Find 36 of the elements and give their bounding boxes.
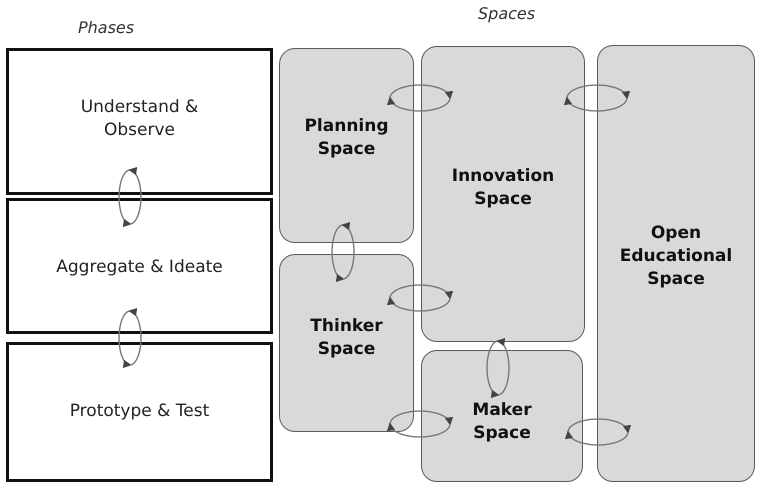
- cycle-arrow: [331, 224, 345, 282]
- cycle-arrow: [566, 84, 630, 100]
- phase-box: [6, 342, 273, 482]
- node-label: Thinker Space: [309, 315, 384, 361]
- phase-box: [6, 198, 273, 334]
- cycle-arrow: [386, 296, 451, 312]
- column-heading: Spaces: [478, 4, 536, 23]
- cycle-arrow: [128, 166, 142, 225]
- space-box: [279, 254, 414, 432]
- space-box: [279, 48, 414, 243]
- phase-box: [6, 48, 273, 195]
- cycle-arrow: [564, 430, 629, 446]
- space-box: [597, 45, 755, 482]
- cycle-arrow: [386, 96, 451, 112]
- space-box: [421, 350, 583, 482]
- node-label: Aggregate & Ideate: [55, 256, 224, 279]
- node-label: Maker Space: [471, 399, 533, 445]
- space-box: [421, 46, 585, 342]
- cycle-arrow: [389, 284, 454, 300]
- cycle-arrow: [564, 96, 628, 112]
- cycle-arrow: [567, 418, 632, 434]
- node-label: Planning Space: [303, 115, 390, 161]
- node-label: Innovation Space: [450, 165, 556, 211]
- cycle-arrow: [486, 340, 500, 398]
- node-label: Open Educational Space: [618, 222, 734, 291]
- cycle-arrow: [496, 338, 510, 396]
- cycle-arrow: [389, 410, 454, 426]
- cycle-arrow: [341, 222, 355, 280]
- column-heading: Phases: [78, 18, 134, 37]
- node-label: Prototype & Test: [68, 400, 210, 423]
- cycle-arrow: [389, 84, 454, 100]
- cycle-arrow: [118, 169, 132, 228]
- cycle-arrow: [128, 308, 142, 366]
- cycle-arrow: [118, 310, 132, 368]
- cycle-arrow: [386, 422, 451, 438]
- node-label: Understand & Observe: [80, 96, 200, 142]
